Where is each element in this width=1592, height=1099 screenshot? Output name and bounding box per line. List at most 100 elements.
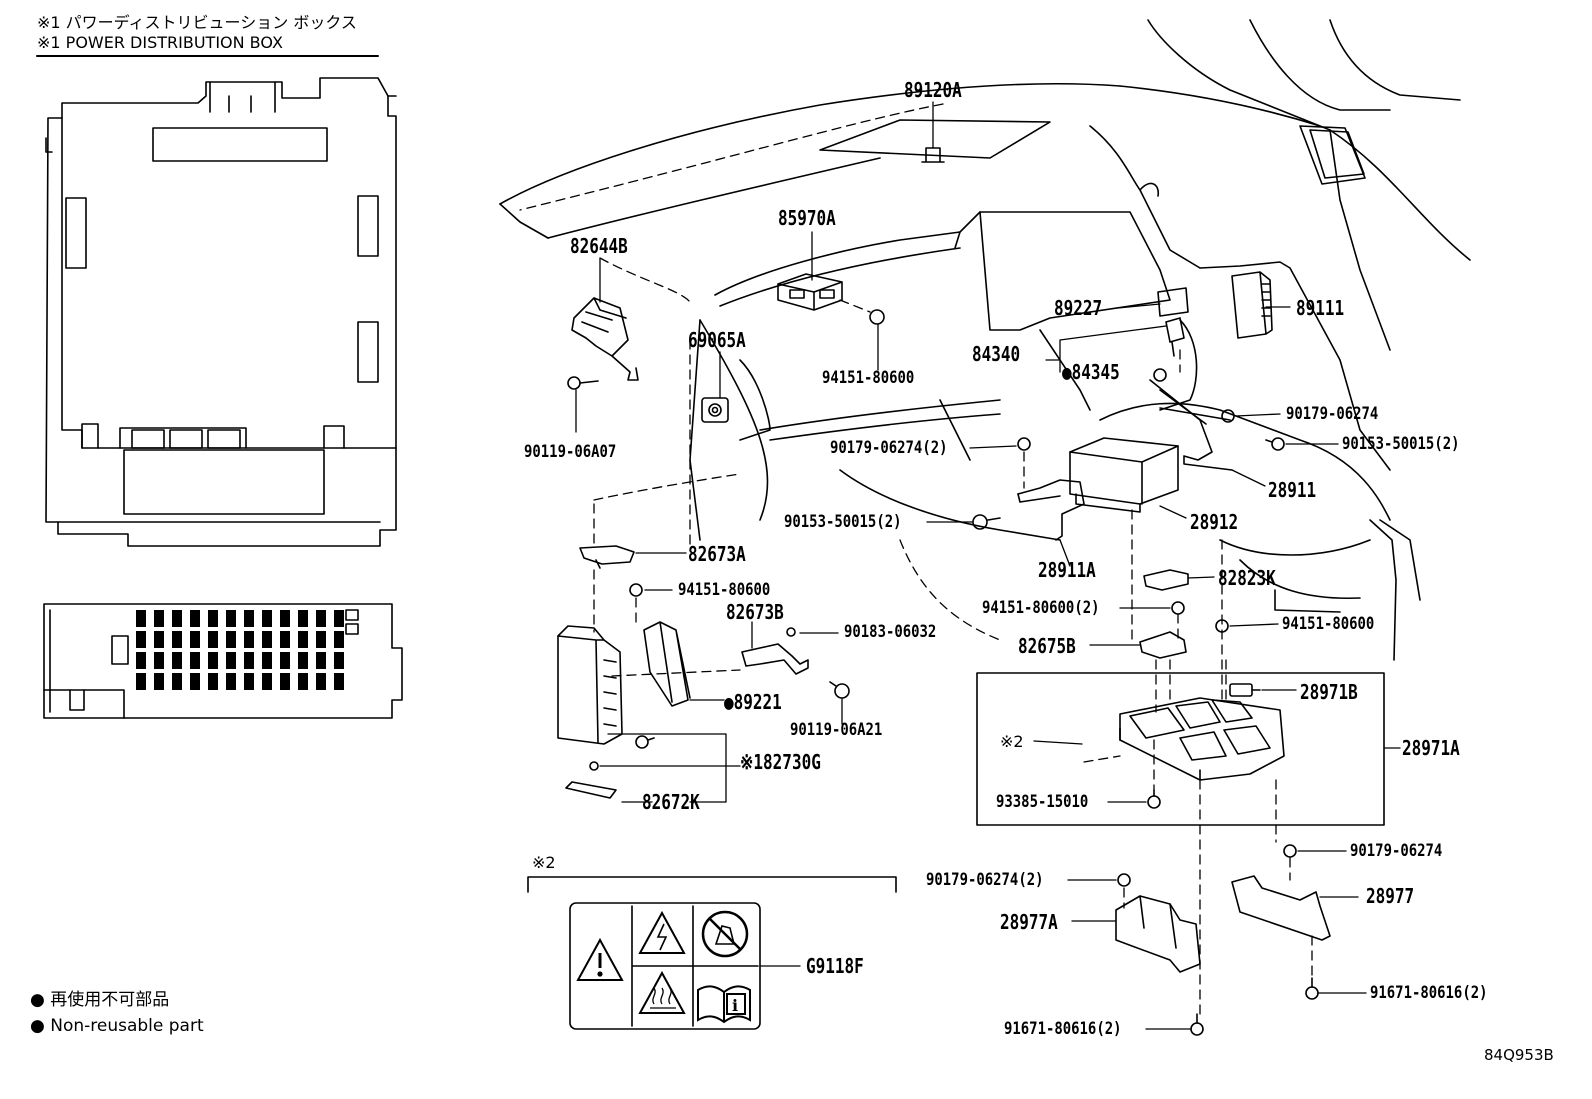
part-label[interactable]: 28971A <box>1402 736 1460 760</box>
diagram-id: 84Q953B <box>1484 1046 1554 1064</box>
part-label[interactable]: 94151-80600 <box>678 580 771 600</box>
part-label[interactable]: 90153-50015(2) <box>784 512 902 532</box>
vent-slot <box>280 652 290 669</box>
part-28911-drawing <box>1149 379 1233 471</box>
vent-slot <box>208 652 218 669</box>
vent-slot <box>298 673 308 690</box>
vent-slot <box>298 610 308 627</box>
part-label[interactable]: 93385-15010 <box>996 792 1089 812</box>
part-label[interactable]: 90119-06A21 <box>790 720 883 740</box>
part-label[interactable]: ※182730G <box>740 750 821 774</box>
part-label[interactable]: 84340 <box>972 342 1021 366</box>
part-label[interactable]: 82823K <box>1218 566 1276 590</box>
vent-slot <box>262 652 272 669</box>
part-label[interactable]: 82644B <box>570 234 628 258</box>
vent-slot <box>334 610 344 627</box>
part-89221-drawing <box>643 621 691 707</box>
vent-slot <box>226 610 236 627</box>
part-label[interactable]: 90179-06274 <box>1286 404 1379 424</box>
vent-slot <box>316 631 326 648</box>
vent-slot <box>154 673 164 690</box>
part-label[interactable]: 28911 <box>1268 478 1317 502</box>
part-label[interactable]: 94151-80600 <box>822 368 915 388</box>
part-89111-drawing <box>1231 271 1273 339</box>
vent-slot <box>208 631 218 648</box>
power-distribution-box-side <box>43 603 403 719</box>
part-label[interactable]: 82673B <box>726 600 784 624</box>
vent-slot <box>190 610 200 627</box>
part-label[interactable]: 94151-80600 <box>1282 614 1375 634</box>
part-label[interactable]: G9118F <box>806 954 864 978</box>
part-label[interactable]: 82673A <box>688 542 746 566</box>
part-82823K-drawing <box>1143 569 1189 591</box>
part-label[interactable]: 91671-80616(2) <box>1370 983 1488 1003</box>
part-85970A-drawing <box>777 273 843 311</box>
vent-slot <box>244 652 254 669</box>
vent-slot <box>298 652 308 669</box>
pdb-vent-grid <box>136 610 344 690</box>
part-label[interactable]: 89111 <box>1296 296 1345 320</box>
vent-slot <box>190 631 200 648</box>
dashboard-outline <box>499 19 1471 661</box>
part-label[interactable]: 90179-06274 <box>1350 841 1443 861</box>
part-28911A-drawing <box>1017 479 1085 541</box>
part-label[interactable]: 90179-06274(2) <box>830 438 948 458</box>
part-label[interactable]: 89227 <box>1054 296 1103 320</box>
part-69065A-drawing <box>701 397 729 423</box>
part-label[interactable]: 90183-06032 <box>844 622 937 642</box>
part-82673B-drawing <box>741 643 809 675</box>
part-label[interactable]: 90179-06274(2) <box>926 870 1044 890</box>
part-28977-drawing <box>1231 875 1331 941</box>
part-label[interactable]: 94151-80600(2) <box>982 598 1100 618</box>
part-28912-drawing <box>1069 437 1179 513</box>
part-label[interactable]: 28971B <box>1300 680 1358 704</box>
part-label[interactable]: ●84345 <box>1062 360 1120 384</box>
part-28971A-drawing <box>1119 697 1285 781</box>
part-label[interactable]: 91671-80616(2) <box>1004 1019 1122 1039</box>
vent-slot <box>136 652 146 669</box>
part-label[interactable]: 90119-06A07 <box>524 442 617 462</box>
part-89120A-drawing <box>921 147 945 163</box>
vent-slot <box>154 652 164 669</box>
vent-slot <box>172 631 182 648</box>
part-label[interactable]: 28911A <box>1038 558 1096 582</box>
vent-slot <box>316 610 326 627</box>
vent-slot <box>280 631 290 648</box>
hot-surface-icon <box>638 970 686 1014</box>
vent-slot <box>244 631 254 648</box>
vent-slot <box>226 673 236 690</box>
legend-jp: ● 再使用不可部品 <box>30 990 170 1010</box>
vent-slot <box>226 652 236 669</box>
power-distribution-box-top <box>45 77 397 547</box>
part-label[interactable]: ●89221 <box>724 690 782 714</box>
part-82644B-drawing <box>571 297 639 381</box>
header-note-jp: ※1 パワーディストリビューション ボックス <box>37 13 357 32</box>
vent-slot <box>172 652 182 669</box>
vent-slot <box>280 610 290 627</box>
part-label[interactable]: 28977A <box>1000 910 1058 934</box>
vent-slot <box>136 673 146 690</box>
vent-slot <box>172 673 182 690</box>
part-label[interactable]: 69065A <box>688 328 746 352</box>
part-label[interactable]: 28977 <box>1366 884 1415 908</box>
part-label[interactable]: 82675B <box>1018 634 1076 658</box>
part-label[interactable]: 85970A <box>778 206 836 230</box>
vent-slot <box>334 673 344 690</box>
warning-triangle-icon <box>576 937 624 981</box>
leader-lines <box>575 101 1401 1030</box>
part-label[interactable]: 89120A <box>904 78 962 102</box>
vent-slot <box>280 673 290 690</box>
note2-marker: ※2 <box>1000 732 1024 751</box>
part-label[interactable]: 90153-50015(2) <box>1342 434 1460 454</box>
part-label[interactable]: 28912 <box>1190 510 1239 534</box>
vent-slot <box>136 610 146 627</box>
fasteners <box>567 309 1319 1036</box>
vent-slot <box>262 610 272 627</box>
part-label[interactable]: 82672K <box>642 790 700 814</box>
dashed-lines <box>519 103 1313 1017</box>
vent-slot <box>190 673 200 690</box>
note2-bracket <box>527 876 897 893</box>
vent-slot <box>316 673 326 690</box>
vent-slot <box>262 631 272 648</box>
